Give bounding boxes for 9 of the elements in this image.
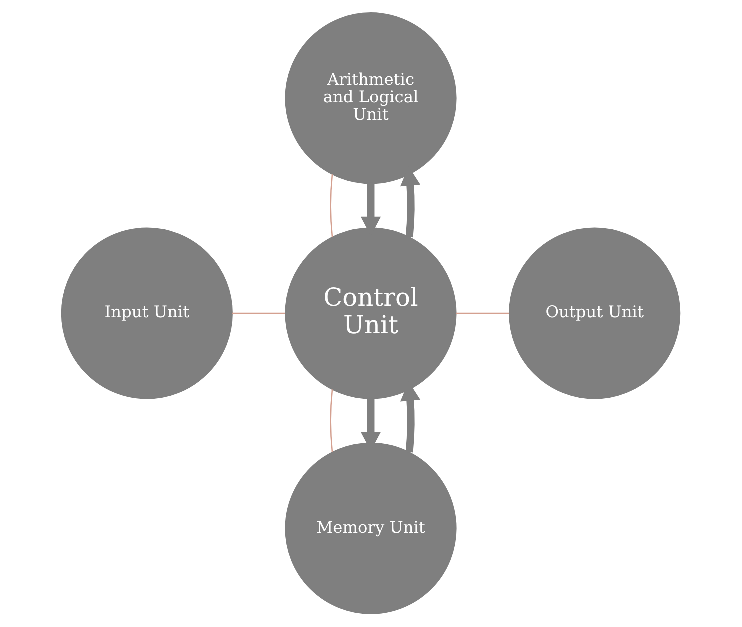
connector bbox=[232, 312, 286, 314]
connector bbox=[330, 174, 334, 238]
node-circle: Input Unit bbox=[61, 228, 233, 400]
node-circle: Control Unit bbox=[285, 228, 457, 400]
node-circle: Arithmetic and Logical Unit bbox=[285, 12, 457, 184]
node-circle: Output Unit bbox=[509, 228, 681, 400]
connector bbox=[330, 390, 334, 452]
connector bbox=[456, 312, 510, 314]
node-circle: Memory Unit bbox=[285, 442, 457, 614]
